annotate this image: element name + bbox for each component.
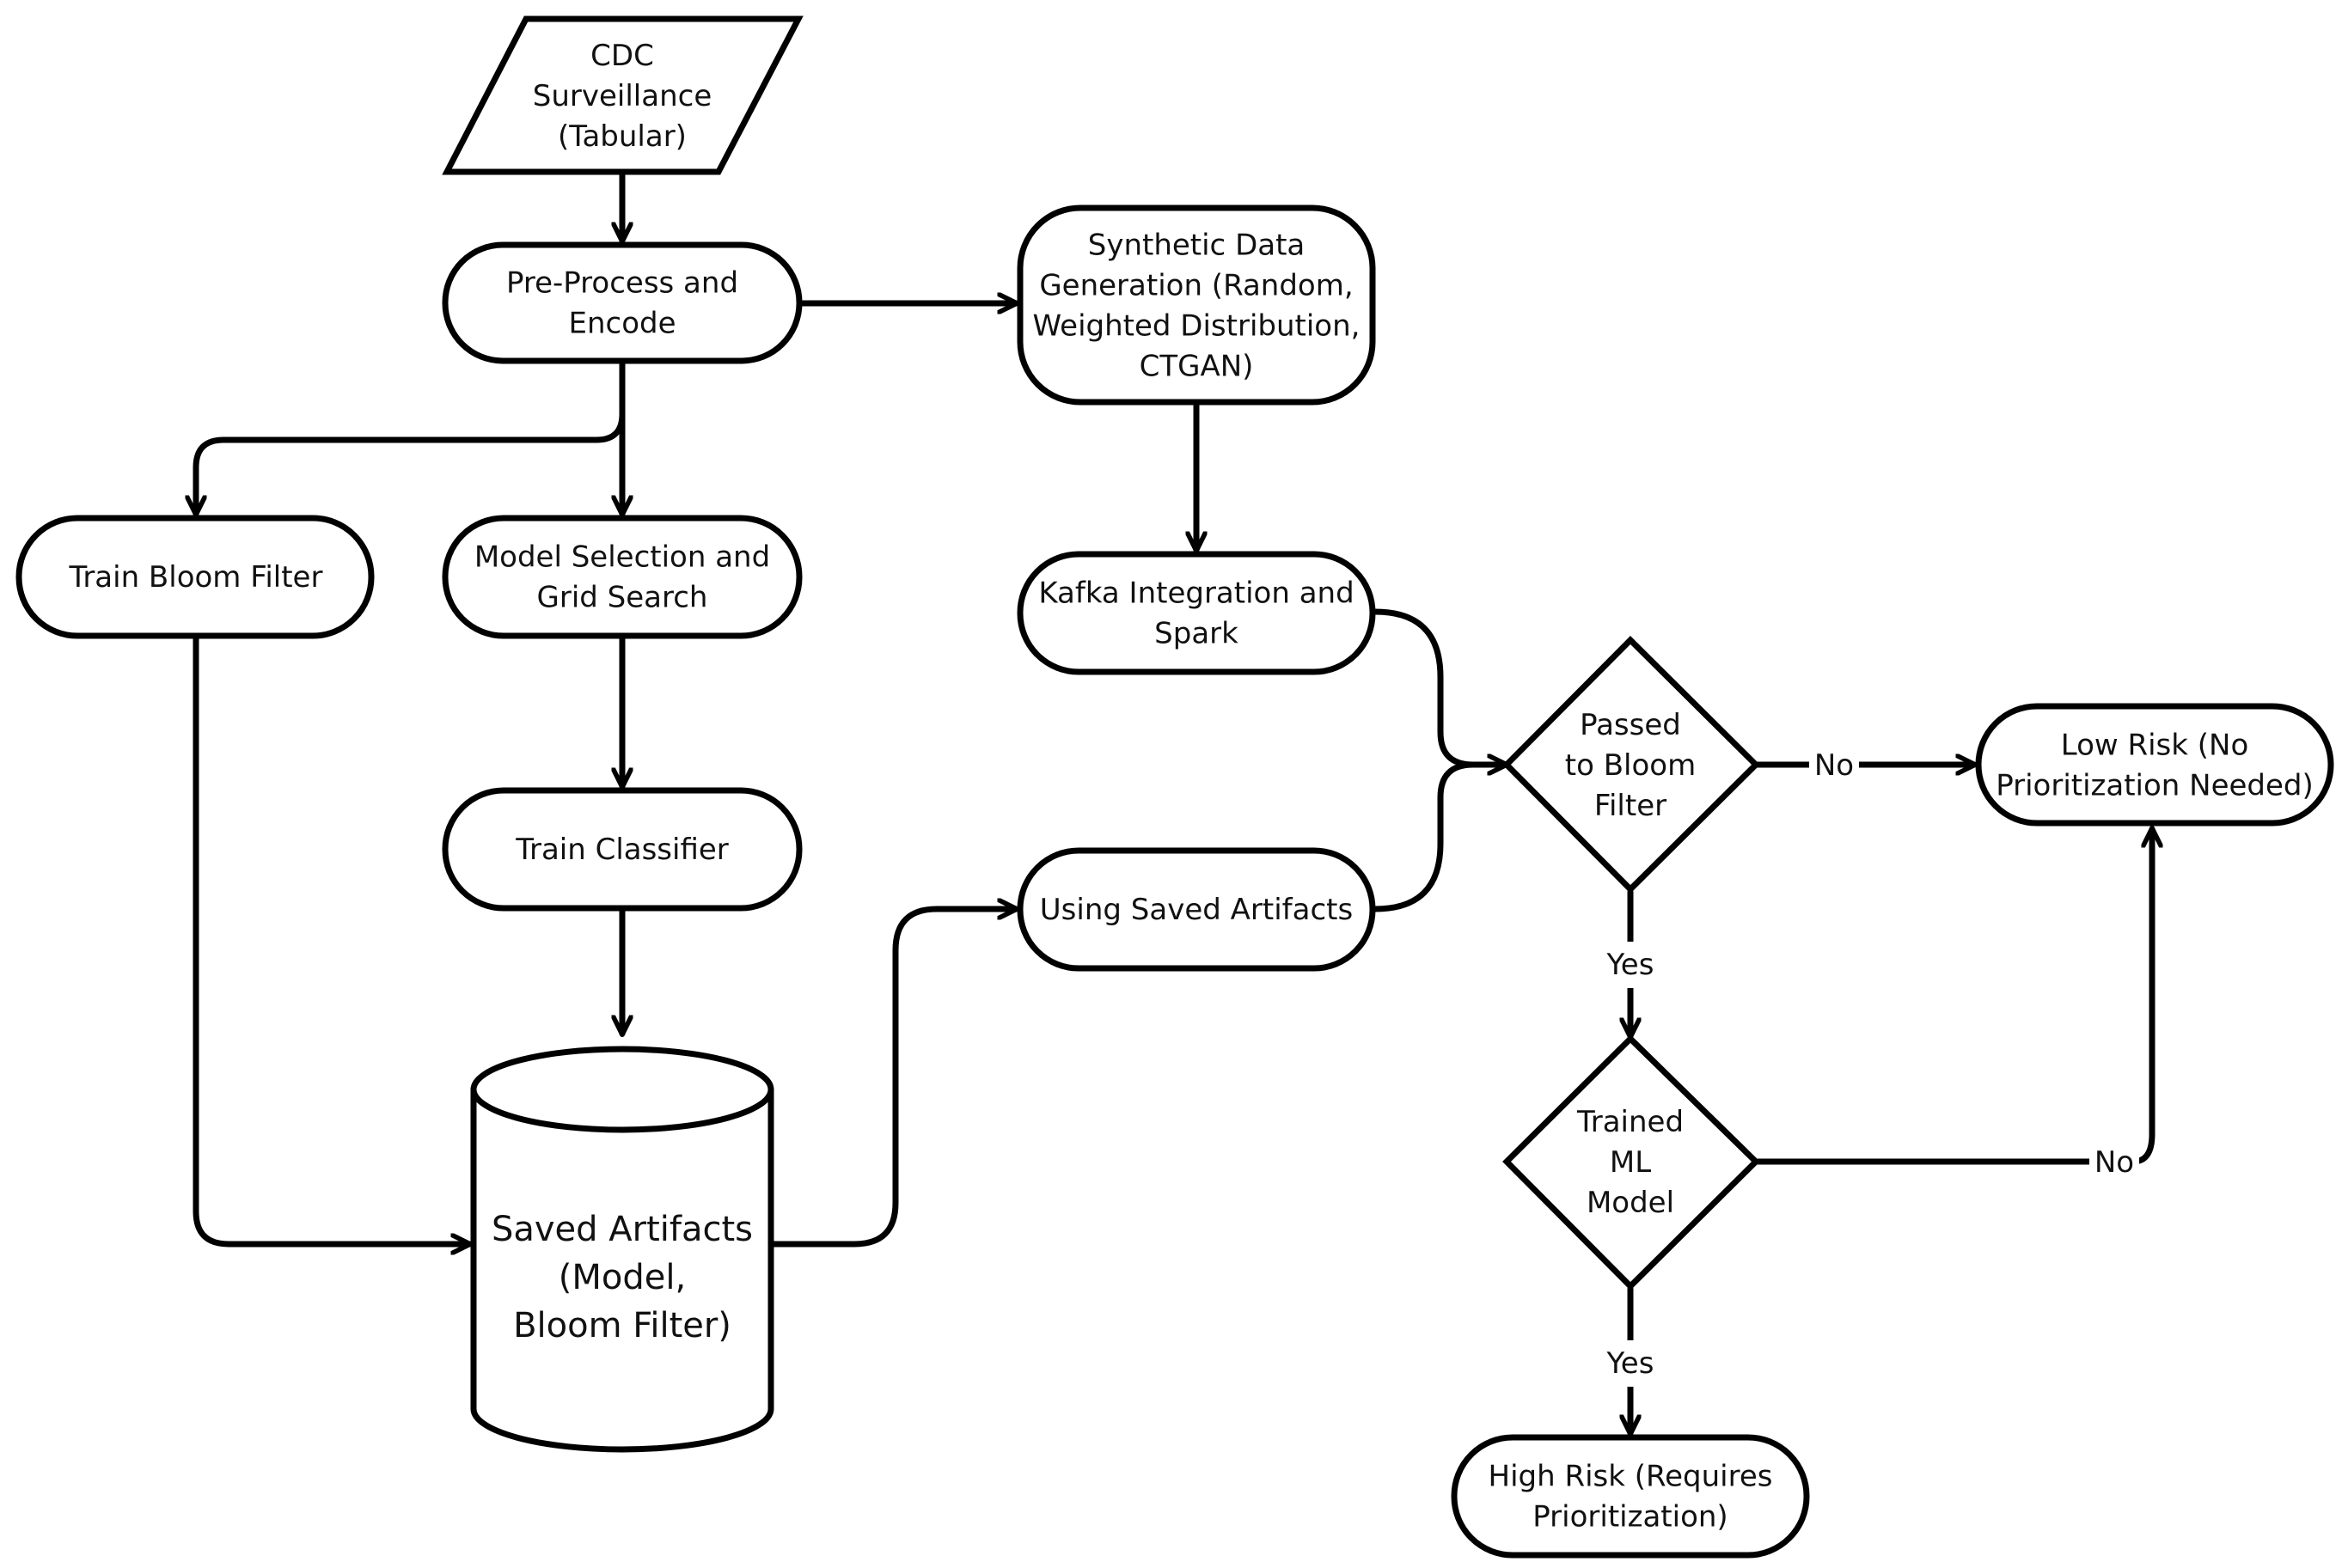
label-line: Low Risk (No — [2061, 729, 2249, 763]
edge-saved-artifacts-to-using-saved — [770, 909, 1016, 1248]
ml-no-label: No — [2094, 1145, 2134, 1180]
kafka-box — [1017, 551, 1376, 675]
label-line: CTGAN) — [1140, 350, 1254, 384]
label-line: Prioritization) — [1532, 1500, 1727, 1534]
label-line: (Tabular) — [558, 119, 687, 154]
edge-preprocess-to-train-bloom — [196, 357, 626, 514]
label-line: Pre-Process and — [506, 266, 738, 301]
label-line: ML — [1610, 1145, 1651, 1180]
label-line: Passed — [1580, 708, 1681, 742]
label-line: Encode — [568, 307, 676, 341]
edge-kafka-to-bloom-check — [1372, 608, 1509, 768]
label-line: (Model, — [559, 1258, 686, 1297]
train-classifier-box — [442, 787, 803, 912]
label-line: Train Bloom Filter — [69, 560, 323, 595]
label-line: Spark — [1154, 617, 1238, 651]
saved-artifacts-cylinder — [470, 1046, 774, 1453]
label-line: Weighted Distribution, — [1033, 309, 1361, 344]
label-line: Using Saved Artifacts — [1040, 893, 1353, 927]
nodes — [15, 15, 2334, 1559]
label-line: High Risk (Requires — [1489, 1460, 1773, 1494]
label-line: CDC — [590, 39, 654, 73]
model-selection-box — [442, 515, 803, 639]
cdc-source-label: CDC Surveillance (Tabular) — [533, 39, 712, 154]
label-line: Bloom Filter) — [513, 1306, 731, 1345]
bloom-yes-label: Yes — [1606, 948, 1654, 982]
edge-labels: No Yes No Yes — [1600, 744, 2139, 1387]
saved-artifacts-label: Saved Artifacts (Model, Bloom Filter) — [492, 1210, 753, 1345]
bloom-no-label: No — [1814, 748, 1854, 783]
label-line: Grid Search — [537, 581, 708, 615]
using-saved-label: Using Saved Artifacts — [1040, 893, 1353, 927]
train-bloom-box — [15, 515, 375, 639]
label-line: Filter — [1594, 789, 1666, 823]
ml-yes-label: Yes — [1606, 1346, 1654, 1381]
synthetic-data-box — [1017, 204, 1376, 406]
label-line: Trained — [1576, 1105, 1684, 1139]
label-line: Train Classifier — [515, 833, 729, 867]
label-line: Generation (Random, — [1039, 269, 1353, 303]
ml-check-diamond — [1502, 1034, 1760, 1290]
low-risk-box — [1975, 703, 2334, 827]
using-saved-box — [1017, 847, 1376, 972]
edge-using-saved-to-bloom-check — [1372, 765, 1506, 912]
node-labels: CDC Surveillance (Tabular) Pre-Process and… — [69, 39, 2314, 1534]
label-line: Kafka Integration and — [1038, 577, 1354, 611]
edge-ml-no-to-low-risk — [1752, 829, 2152, 1165]
preprocess-box — [442, 241, 803, 364]
label-line: to Bloom — [1565, 748, 1696, 783]
train-bloom-label: Train Bloom Filter — [69, 560, 323, 595]
bloom-check-diamond — [1502, 636, 1760, 894]
cdc-source-parallelogram — [442, 15, 804, 175]
train-classifier-label: Train Classifier — [515, 833, 729, 867]
label-line: Synthetic Data — [1088, 229, 1306, 263]
label-line: Model Selection and — [474, 540, 770, 575]
edge-train-bloom-to-saved-artifacts — [193, 632, 469, 1244]
label-line: Saved Artifacts — [492, 1210, 753, 1249]
label-line: Surveillance — [533, 79, 712, 113]
high-risk-box — [1451, 1434, 1810, 1559]
label-line: Model — [1587, 1186, 1674, 1220]
label-line: Prioritization Needed) — [1996, 769, 2314, 803]
